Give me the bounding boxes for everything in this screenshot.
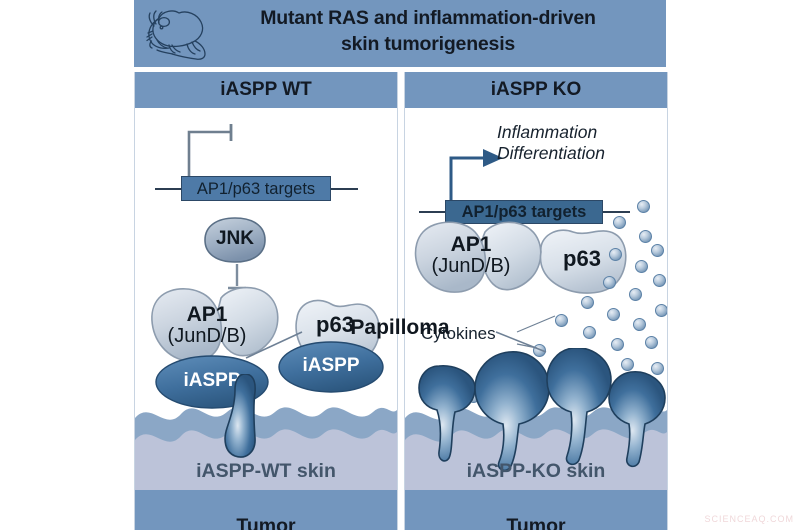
skin-diagram-ko (405, 348, 667, 496)
cytokine-dot (633, 318, 646, 331)
panel-heading-wt-label: iASPP WT (220, 79, 312, 100)
cytokine-dot (555, 314, 568, 327)
cytokine-dot (639, 230, 652, 243)
cytokine-dot (651, 244, 664, 257)
gene-bar-wt-label: AP1/p63 targets (196, 180, 316, 198)
gene-axis-right-ko (602, 211, 630, 213)
cytokine-dot (581, 296, 594, 309)
gene-bar-ko-label: AP1/p63 targets (461, 203, 587, 221)
output-line-1: Inflammation (497, 122, 598, 142)
cytokine-dot (637, 200, 650, 213)
title-line-1: Mutant RAS and inflammation-driven (260, 7, 596, 29)
skin-label-wt: iASPP-WT skin (196, 460, 336, 482)
panel-body-ko: Inflammation Differentiation AP1/p63 tar… (405, 108, 667, 530)
page-title: Mutant RAS and inflammation-driven skin … (194, 5, 662, 58)
cytokine-dot (655, 304, 667, 317)
cytokine-dot (635, 260, 648, 273)
panel-iaspp-wt: iASPP WT AP1/p63 targets (134, 72, 398, 530)
skin-label-ko: iASPP-KO skin (466, 460, 606, 482)
cytokine-dot (583, 326, 596, 339)
papilloma-annotation: Papilloma (350, 316, 450, 339)
outcome-label-ko: Tumor promotion (506, 515, 566, 530)
outcome-band-ko: Tumor promotion (405, 490, 667, 530)
protein-iaspp-on-p63 (278, 341, 384, 393)
panel-heading-wt: iASPP WT (135, 72, 397, 108)
watermark: SCIENCEAQ.COM (704, 514, 794, 524)
mouse-icon (146, 10, 206, 60)
gene-axis-right-wt (330, 188, 358, 190)
cytokine-dot (651, 362, 664, 375)
cytokine-dot (603, 276, 616, 289)
panel-body-wt: AP1/p63 targets JNK (135, 108, 397, 530)
transcription-output-ko: Inflammation Differentiation (497, 122, 665, 165)
cytokines-label: Cytokines (421, 324, 496, 343)
cytokine-dot (609, 248, 622, 261)
title-line-2: skin tumorigenesis (340, 33, 516, 56)
cytokine-dot (607, 308, 620, 321)
gene-bar-wt: AP1/p63 targets (181, 176, 331, 201)
cytokine-dot (621, 358, 634, 371)
figure-title-bar: Mutant RAS and inflammation-driven skin … (134, 0, 666, 67)
panel-heading-ko: iASPP KO (405, 72, 667, 108)
outcome-label-wt: Tumor suppression (236, 515, 296, 530)
cytokine-dot (645, 336, 658, 349)
figure-canvas: Mutant RAS and inflammation-driven skin … (134, 0, 668, 530)
inhibition-arrow-wt (187, 124, 233, 182)
gene-axis-left-wt (155, 188, 183, 190)
cytokine-dot (629, 288, 642, 301)
protein-ap1-complex-ko (414, 221, 542, 293)
protein-jnk (204, 217, 266, 263)
panel-iaspp-ko: iASPP KO Inflammation Differentiation AP… (404, 72, 668, 530)
panel-heading-ko-label: iASPP KO (490, 79, 582, 100)
gene-axis-left-ko (419, 211, 446, 213)
activation-arrow-ko (449, 149, 503, 204)
skin-diagram-wt (135, 374, 397, 496)
cytokine-dot (613, 216, 626, 229)
gene-bar-ko: AP1/p63 targets (445, 200, 603, 224)
output-line-2: Differentiation (497, 143, 605, 164)
cytokine-dot (611, 338, 624, 351)
cytokine-dot (653, 274, 666, 287)
outcome-band-wt: Tumor suppression (135, 490, 397, 530)
